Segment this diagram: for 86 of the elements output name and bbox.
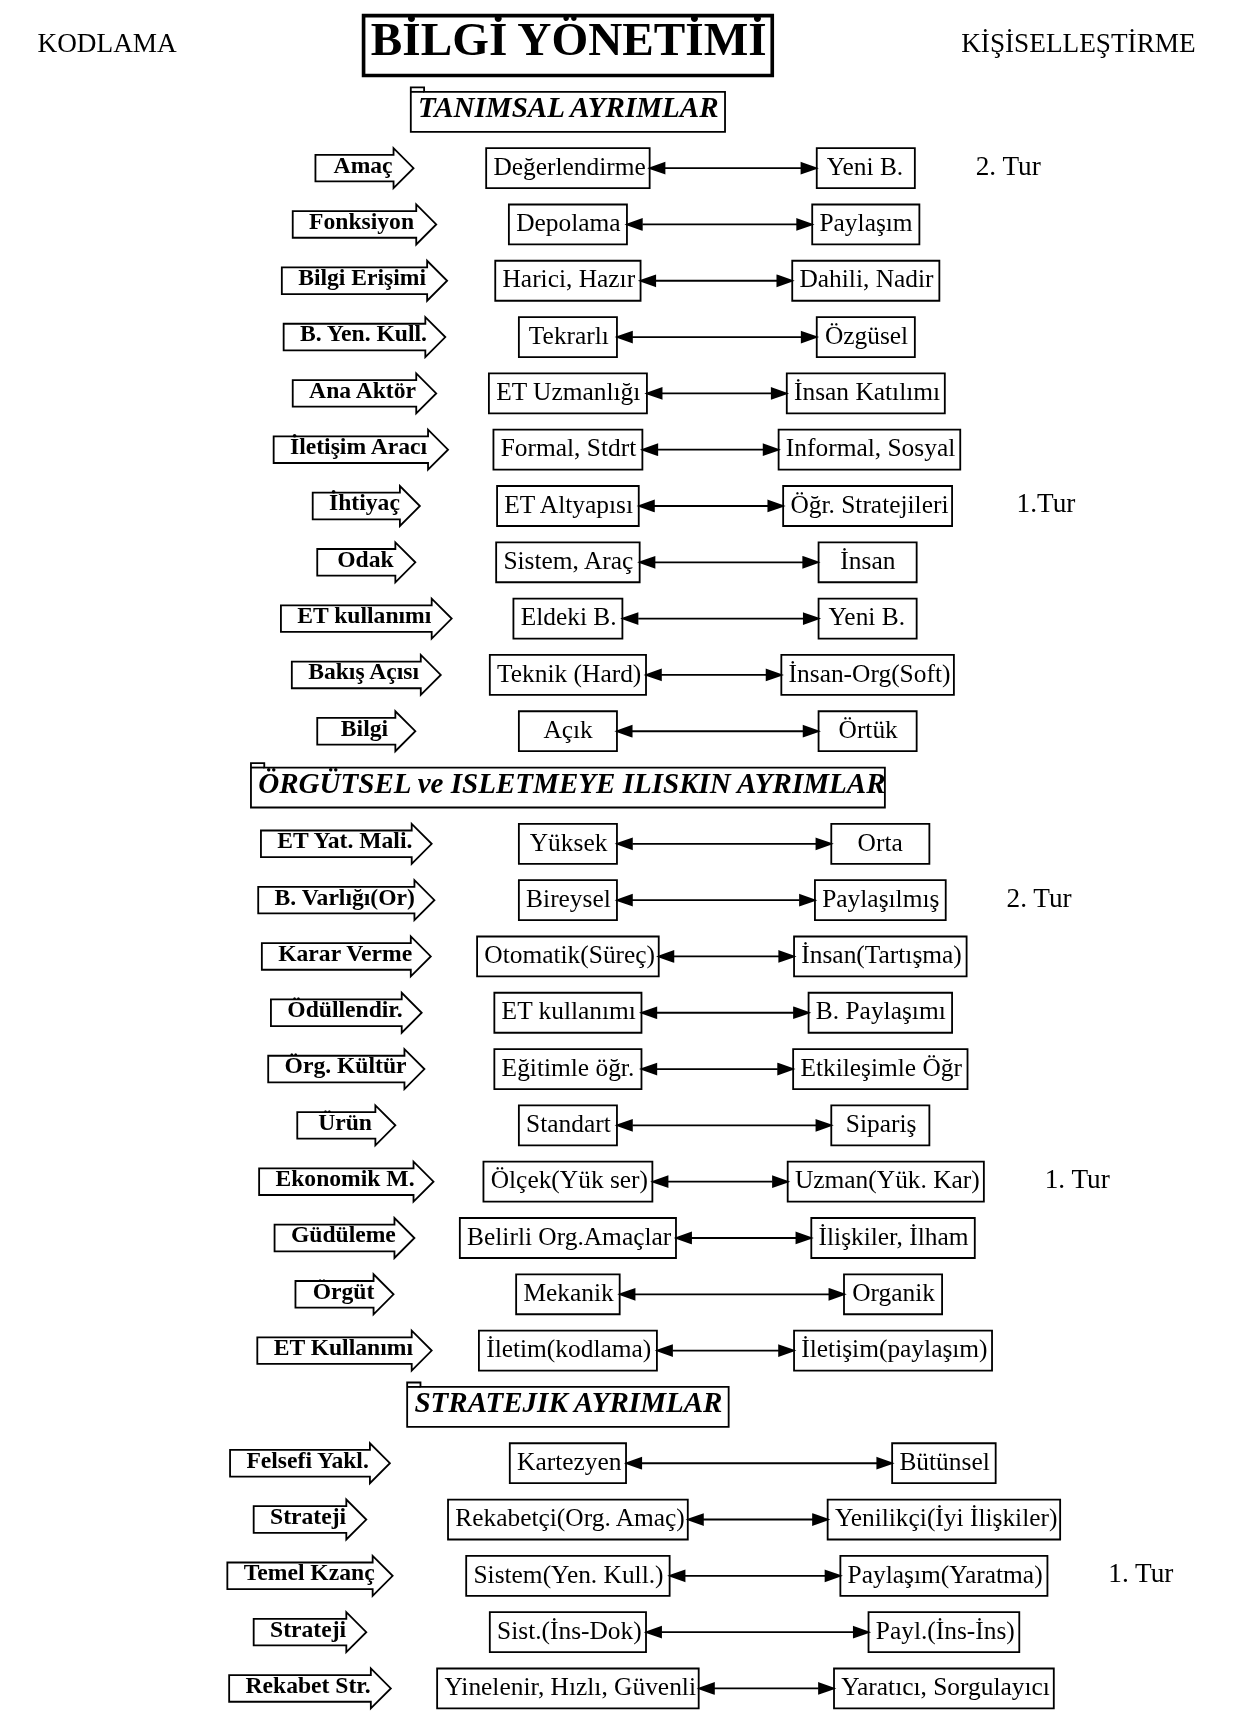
node-box: Yinelenir, Hızlı, Güvenli	[436, 1667, 700, 1710]
node-box: B. Paylaşımı	[807, 991, 953, 1034]
arrow	[614, 893, 818, 907]
arrow	[614, 330, 820, 344]
node-box: Özgüsel	[815, 316, 916, 358]
arrow	[624, 218, 815, 231]
node-box: BİLGİ YÖNETİMİ	[361, 13, 775, 78]
label: 2. Tur	[1006, 882, 1072, 913]
node-box: Dahili, Nadir	[791, 259, 941, 302]
node-box: Eldeki B.	[512, 597, 624, 640]
node-box: Rekabetçi(Org. Amaç)	[447, 1498, 689, 1541]
node-box: Tekrarlı	[517, 316, 618, 358]
label: 1. Tur	[1108, 1558, 1174, 1589]
arrow	[636, 499, 786, 513]
node-box: Paylaşılmış	[814, 879, 947, 922]
label: KODLAMA	[37, 27, 177, 58]
arrow	[637, 274, 795, 288]
node-box: İnsan	[817, 541, 918, 584]
label: KİŞİSELLEŞTİRME	[961, 27, 1196, 58]
arrow	[654, 1344, 797, 1357]
node-box: Harici, Hazır	[494, 259, 642, 302]
node-box: Öğr. Stratejileri	[782, 485, 953, 527]
arrow	[639, 443, 781, 457]
node-box: Bütünsel	[891, 1442, 997, 1485]
node-box: Yeni B.	[815, 147, 916, 190]
node-box: İnsan Katılımı	[785, 372, 946, 415]
node-box: Paylaşım	[811, 203, 921, 246]
arrow	[623, 1456, 895, 1470]
node-box: İletişim(paylaşım)	[793, 1329, 993, 1372]
arrow	[644, 387, 790, 400]
label: 1. Tur	[1044, 1164, 1110, 1195]
node-box: Sist.(İns-Dok)	[488, 1611, 647, 1654]
arrow	[639, 1062, 796, 1076]
arrow	[620, 612, 822, 625]
arrow	[685, 1513, 831, 1526]
node-box: Yüksek	[517, 822, 618, 865]
label: 1.Tur	[1016, 488, 1076, 519]
node-box: Yaratıcı, Sorgulayıcı	[833, 1667, 1055, 1710]
node-box: Sipariş	[830, 1104, 931, 1147]
arrow	[696, 1682, 837, 1695]
arrow	[673, 1231, 814, 1245]
node-box: Bireysel	[517, 879, 618, 922]
arrow	[643, 1625, 872, 1639]
arrow	[614, 837, 834, 851]
node-box: Organik	[843, 1273, 943, 1316]
node-box: Sistem, Araç	[495, 541, 641, 584]
node-box: Paylaşım(Yaratma)	[839, 1554, 1049, 1597]
arrow	[667, 1569, 843, 1583]
node-box: Örtük	[817, 710, 918, 753]
arrow	[637, 555, 821, 569]
node-box: Belirli Org.Amaçlar	[458, 1217, 677, 1259]
node-box: ET kullanımı	[493, 991, 643, 1034]
node-box: İnsan-Org(Soft)	[780, 654, 955, 696]
node-box: İnsan(Tartışma)	[793, 935, 968, 978]
node-box: Eğitimle öğr.	[493, 1048, 643, 1090]
node-box: Orta	[830, 822, 931, 865]
arrow	[643, 668, 784, 682]
node-box: ET Altyapısı	[496, 485, 640, 527]
arrow	[617, 1287, 847, 1301]
node-box: İlişkiler, İlham	[810, 1217, 976, 1259]
node-box: Ölçek(Yük ser)	[482, 1160, 654, 1203]
node-box: Açık	[517, 710, 618, 753]
node-box: Teknik (Hard)	[488, 654, 647, 696]
node-box: Standart	[517, 1104, 618, 1147]
arrow	[639, 1006, 812, 1020]
node-box: ET Uzmanlığı	[488, 372, 648, 415]
node-box: Değerlendirme	[485, 147, 651, 190]
arrow	[656, 950, 797, 963]
node-box: İletim(kodlama)	[478, 1329, 658, 1372]
node-box: Depolama	[507, 203, 628, 246]
node-box: Etkileşimle Öğr	[792, 1048, 969, 1090]
arrow	[650, 1175, 791, 1189]
node-box: Formal, Stdrt	[492, 428, 644, 471]
node-box: Sistem(Yen. Kull.)	[465, 1554, 671, 1597]
node-box: Yeni B.	[817, 597, 918, 640]
arrow	[647, 161, 819, 175]
node-box: Informal, Sosyal	[777, 428, 962, 471]
node-box: Payl.(İns-İns)	[867, 1611, 1021, 1654]
node-box: Otomatik(Süreç)	[476, 935, 660, 978]
node-box: Kartezyen	[508, 1442, 627, 1485]
label: 2. Tur	[975, 150, 1041, 181]
node-box: Yenilikçi(İyi İlişkiler)	[826, 1498, 1062, 1541]
arrow	[614, 724, 821, 738]
node-box: Mekanik	[515, 1273, 621, 1316]
node-box: Uzman(Yük. Kar)	[786, 1160, 985, 1203]
arrow	[614, 1119, 834, 1132]
